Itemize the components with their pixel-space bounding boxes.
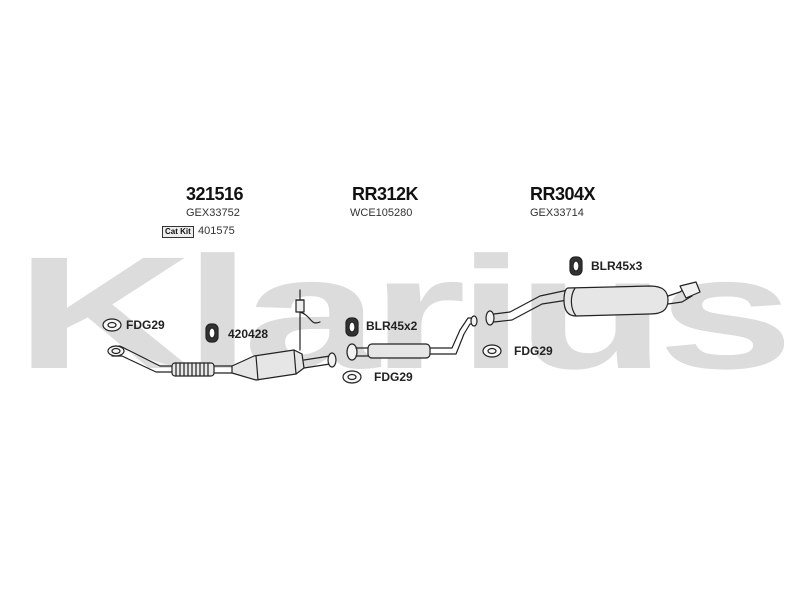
gasket-icon: [102, 318, 122, 332]
centre-pipe: [346, 315, 478, 361]
catalytic-converter: [231, 289, 337, 381]
gasket-icon: [482, 344, 502, 358]
reference-number: WCE105280: [350, 207, 413, 219]
fitting-label: FDG29: [126, 318, 165, 332]
reference-number: GEX33714: [530, 207, 584, 219]
front-pipe: [107, 345, 233, 377]
fitting-label: FDG29: [374, 370, 413, 384]
fitting-label: BLR45x2: [366, 319, 418, 333]
rear-silencer: [485, 281, 701, 326]
cat-kit-badge: Cat Kit: [162, 226, 194, 238]
fitting-label: 420428: [228, 327, 269, 341]
brand-watermark: Klarius: [15, 223, 785, 402]
reference-number: GEX33752: [186, 207, 240, 219]
rubber-mount-icon: [205, 323, 219, 343]
fitting-label: BLR45x3: [591, 259, 643, 273]
part-number-321516: 321516: [186, 184, 244, 204]
part-number-rr312k: RR312K: [352, 184, 419, 204]
cat-kit-number: 401575: [198, 225, 235, 237]
fitting-label: FDG29: [514, 344, 553, 358]
rubber-mount-icon: [569, 256, 583, 276]
gasket-icon: [342, 370, 362, 384]
part-number-rr304x: RR304X: [530, 184, 596, 204]
rubber-mount-icon: [345, 317, 359, 337]
